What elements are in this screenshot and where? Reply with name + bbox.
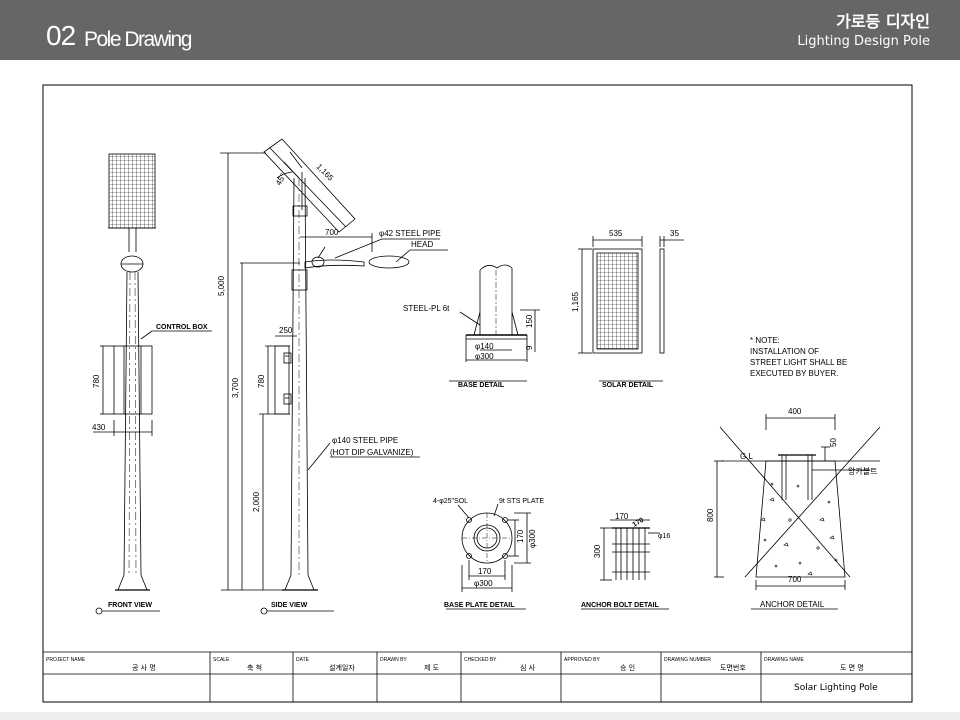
anchor-bolt-korean: 앙카볼트 bbox=[848, 466, 877, 476]
drawing-number-value: 도면번호 bbox=[720, 663, 746, 672]
front-control-box bbox=[113, 345, 153, 415]
front-dim-780: 780 bbox=[92, 374, 101, 388]
side-dim-2000: 2,000 bbox=[252, 491, 261, 512]
anchor-bolt-dim-170b: 170 bbox=[632, 517, 646, 529]
steel-pipe-140-label: φ140 STEEL PIPE bbox=[332, 436, 398, 445]
front-view bbox=[93, 153, 212, 615]
approved-by-label: APPROVED BY bbox=[564, 657, 601, 663]
front-view-caption: FRONT VIEW bbox=[108, 602, 152, 609]
date-value: 설계일자 bbox=[329, 663, 355, 672]
checked-by-label: CHECKED BY bbox=[464, 657, 497, 663]
control-box-label: CONTROL BOX bbox=[156, 324, 208, 331]
project-name-value: 공 사 명 bbox=[132, 663, 156, 672]
section-number: 02 bbox=[46, 20, 76, 51]
hot-dip-label: (HOT DIP GALVANIZE) bbox=[330, 448, 414, 457]
steel-pipe-42-label: φ42 STEEL PIPE bbox=[379, 229, 441, 238]
note-line-3: STREET LIGHT SHALL BE bbox=[750, 358, 847, 367]
front-pole-base bbox=[117, 574, 148, 591]
scale-label: SCALE bbox=[213, 657, 230, 663]
anchor-bolt-detail-caption: ANCHOR BOLT DETAIL bbox=[581, 602, 660, 609]
scale-value: 축 척 bbox=[247, 663, 262, 672]
page-title: Pole Drawing bbox=[84, 28, 192, 51]
front-dim-430: 430 bbox=[92, 423, 106, 432]
note-line-4: EXECUTED BY BUYER. bbox=[750, 369, 838, 378]
side-dim-250: 250 bbox=[279, 326, 293, 335]
steel-pl-label: STEEL-PL 6t bbox=[403, 304, 450, 313]
base-plate-dim-170h: 170 bbox=[478, 567, 492, 576]
anchor-detail-caption: ANCHOR DETAIL bbox=[760, 600, 825, 609]
drawn-by-label: DRAWN BY bbox=[380, 657, 407, 663]
drawing-name-value: 도 면 명 bbox=[840, 663, 864, 672]
side-solar-panel bbox=[263, 138, 356, 233]
drawing-frame bbox=[42, 84, 913, 703]
base-plate-dim-300v: φ300 bbox=[528, 529, 537, 548]
footer-strip bbox=[0, 712, 960, 720]
brand-title-korean: 가로등 디자인 bbox=[836, 12, 930, 31]
base-plate-dim-170v: 170 bbox=[516, 529, 525, 543]
base-plate-dim-300h: φ300 bbox=[474, 579, 493, 588]
base-dim-300: φ300 bbox=[475, 352, 494, 361]
project-name-label: PROJECT NAME bbox=[46, 657, 86, 663]
anchor-detail bbox=[714, 414, 881, 610]
solar-dim-35: 35 bbox=[670, 229, 679, 238]
base-detail bbox=[449, 264, 540, 382]
anchor-dim-700: 700 bbox=[788, 575, 802, 584]
base-dim-9: 9 bbox=[525, 345, 534, 350]
anchor-bolt-dim-300: 300 bbox=[593, 544, 602, 558]
anchor-dim-800: 800 bbox=[706, 508, 715, 522]
drawing-title: Solar Lighting Pole bbox=[794, 683, 878, 693]
solar-detail-caption: SOLAR DETAIL bbox=[602, 382, 654, 389]
brand-subtitle: Lighting Design Pole bbox=[797, 34, 930, 49]
base-dim-140: φ140 bbox=[475, 342, 494, 351]
solar-detail bbox=[578, 236, 684, 382]
anchor-gl: G.L bbox=[740, 452, 753, 461]
drawn-by-value: 제 도 bbox=[424, 664, 440, 672]
date-label: DATE bbox=[296, 657, 310, 663]
drawing-number-label: DRAWING NUMBER bbox=[664, 657, 711, 663]
base-plate-plate: 9t STS PLATE bbox=[499, 498, 544, 505]
side-dim-780: 780 bbox=[257, 374, 266, 388]
approved-by-value: 승 인 bbox=[620, 663, 635, 672]
anchor-bolt-dim-170a: 170 bbox=[615, 512, 629, 521]
title-block bbox=[43, 651, 912, 702]
base-plate-detail bbox=[446, 503, 531, 610]
front-solar-panel bbox=[108, 153, 156, 229]
header-bar: 02 Pole Drawing 가로등 디자인 Lighting Design … bbox=[0, 0, 960, 60]
side-dim-700: 700 bbox=[325, 228, 339, 237]
side-lamp-head bbox=[368, 255, 410, 269]
solar-dim-535: 535 bbox=[609, 229, 623, 238]
side-dim-3700: 3,700 bbox=[231, 377, 240, 398]
anchor-bolt-detail bbox=[581, 519, 669, 610]
base-plate-detail-caption: BASE PLATE DETAIL bbox=[444, 602, 515, 609]
anchor-bolt-dim-16: φ16 bbox=[658, 533, 670, 540]
side-dim-5000: 5,000 bbox=[217, 275, 226, 296]
base-dim-150: 150 bbox=[525, 314, 534, 328]
note-line-2: INSTALLATION OF bbox=[750, 347, 819, 356]
side-dim-45: 45° bbox=[274, 172, 288, 187]
side-view-caption: SIDE VIEW bbox=[271, 602, 308, 609]
base-plate-holes: 4-φ25"SOL bbox=[433, 498, 468, 505]
head-label: HEAD bbox=[411, 240, 433, 249]
side-dim-1165: 1,165 bbox=[315, 162, 336, 183]
anchor-dim-50: 50 bbox=[829, 438, 838, 447]
side-view bbox=[220, 138, 448, 615]
checked-by-value: 심 사 bbox=[520, 663, 536, 672]
solar-dim-1165: 1,165 bbox=[571, 291, 580, 312]
drawing-name-label: DRAWING NAME bbox=[764, 657, 804, 663]
base-detail-caption: BASE DETAIL bbox=[458, 382, 505, 389]
note-line-1: * NOTE: bbox=[750, 336, 780, 345]
anchor-dim-400: 400 bbox=[788, 407, 802, 416]
